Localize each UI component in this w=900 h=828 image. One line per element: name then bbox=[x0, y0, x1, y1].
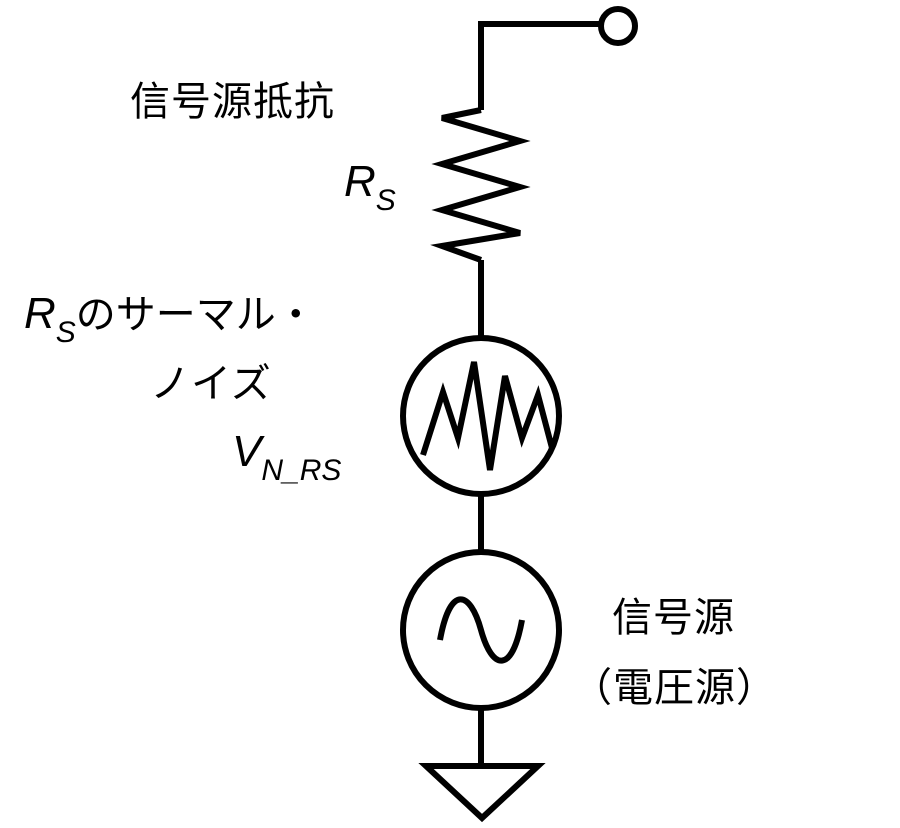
sine-wave bbox=[437, 596, 525, 664]
resistor-rs bbox=[430, 107, 531, 263]
noise-desc-line2-label: ノイズ bbox=[150, 361, 272, 407]
noise-symbol: R bbox=[24, 289, 56, 338]
resistor-symbol-label: RS bbox=[344, 157, 396, 216]
noise-desc-line1-label: RSのサーマル・ bbox=[24, 289, 316, 348]
noise-waveform bbox=[420, 361, 555, 471]
noise-voltage-label: VN_RS bbox=[232, 427, 341, 486]
resistor-symbol: R bbox=[344, 157, 376, 206]
resistor-name-label: 信号源抵抗 bbox=[130, 79, 335, 125]
top-wire bbox=[478, 21, 600, 110]
noise-voltage-sub: N_RS bbox=[261, 454, 342, 487]
noise-voltage: V bbox=[232, 427, 262, 476]
noise-symbol-sub: S bbox=[55, 316, 76, 349]
resistor-symbol-sub: S bbox=[375, 184, 396, 217]
source-line1-label: 信号源 bbox=[612, 595, 735, 641]
noise-desc-line1: のサーマル・ bbox=[75, 292, 316, 338]
output-terminal bbox=[598, 6, 638, 46]
ground-symbol bbox=[418, 763, 546, 823]
source-line2-label: （電圧源） bbox=[572, 665, 777, 711]
